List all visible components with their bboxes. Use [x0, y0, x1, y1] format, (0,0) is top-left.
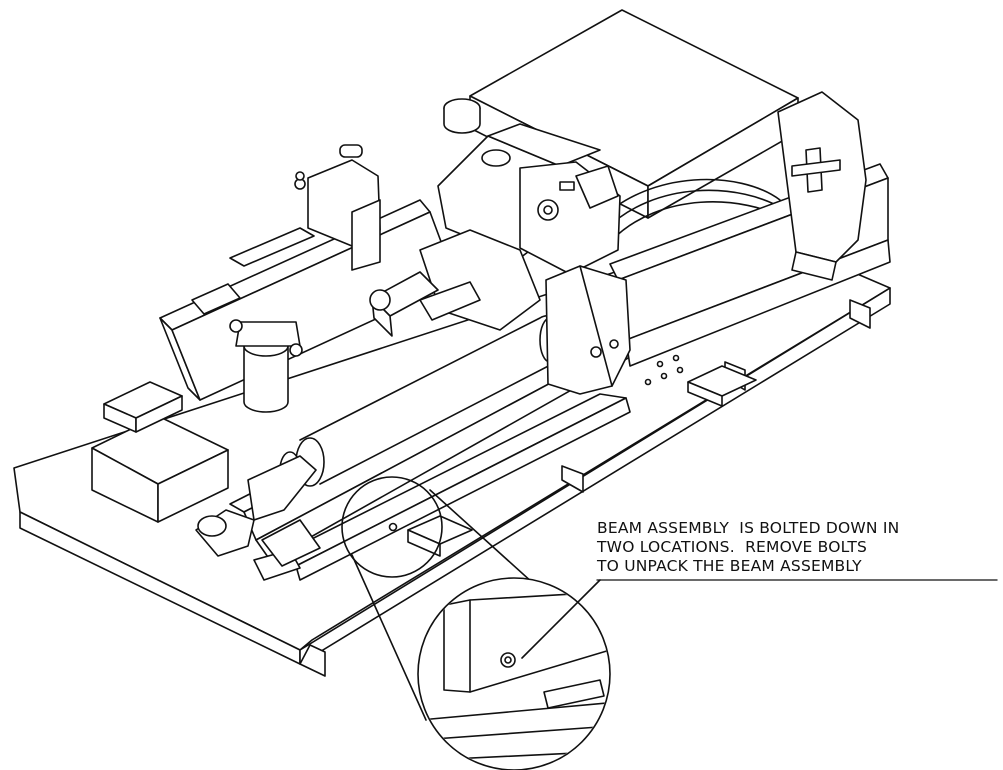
beam-bolt — [388, 522, 398, 532]
detail-view — [417, 577, 611, 770]
splitting-wedge — [777, 91, 867, 281]
accessory-box — [91, 415, 229, 523]
callout-line-3: TO UNPACK THE BEAM ASSEMBLY — [597, 557, 862, 575]
callout-line-1: BEAM ASSEMBLY IS BOLTED DOWN IN — [597, 519, 900, 537]
callout-line-2: TWO LOCATIONS. REMOVE BOLTS — [597, 538, 868, 556]
callout-note: BEAM ASSEMBLY IS BOLTED DOWN IN TWO LOCA… — [597, 519, 997, 576]
rear-bracket — [229, 144, 381, 271]
detail-callout-circle-small — [341, 476, 443, 578]
oil-filter — [229, 319, 303, 413]
valve-bracket — [545, 265, 631, 395]
wood-blocks — [103, 365, 757, 557]
engine — [419, 98, 621, 331]
detail-leader-left — [351, 554, 427, 721]
hydraulic-pump — [369, 271, 481, 337]
tow-hitch — [195, 455, 321, 581]
